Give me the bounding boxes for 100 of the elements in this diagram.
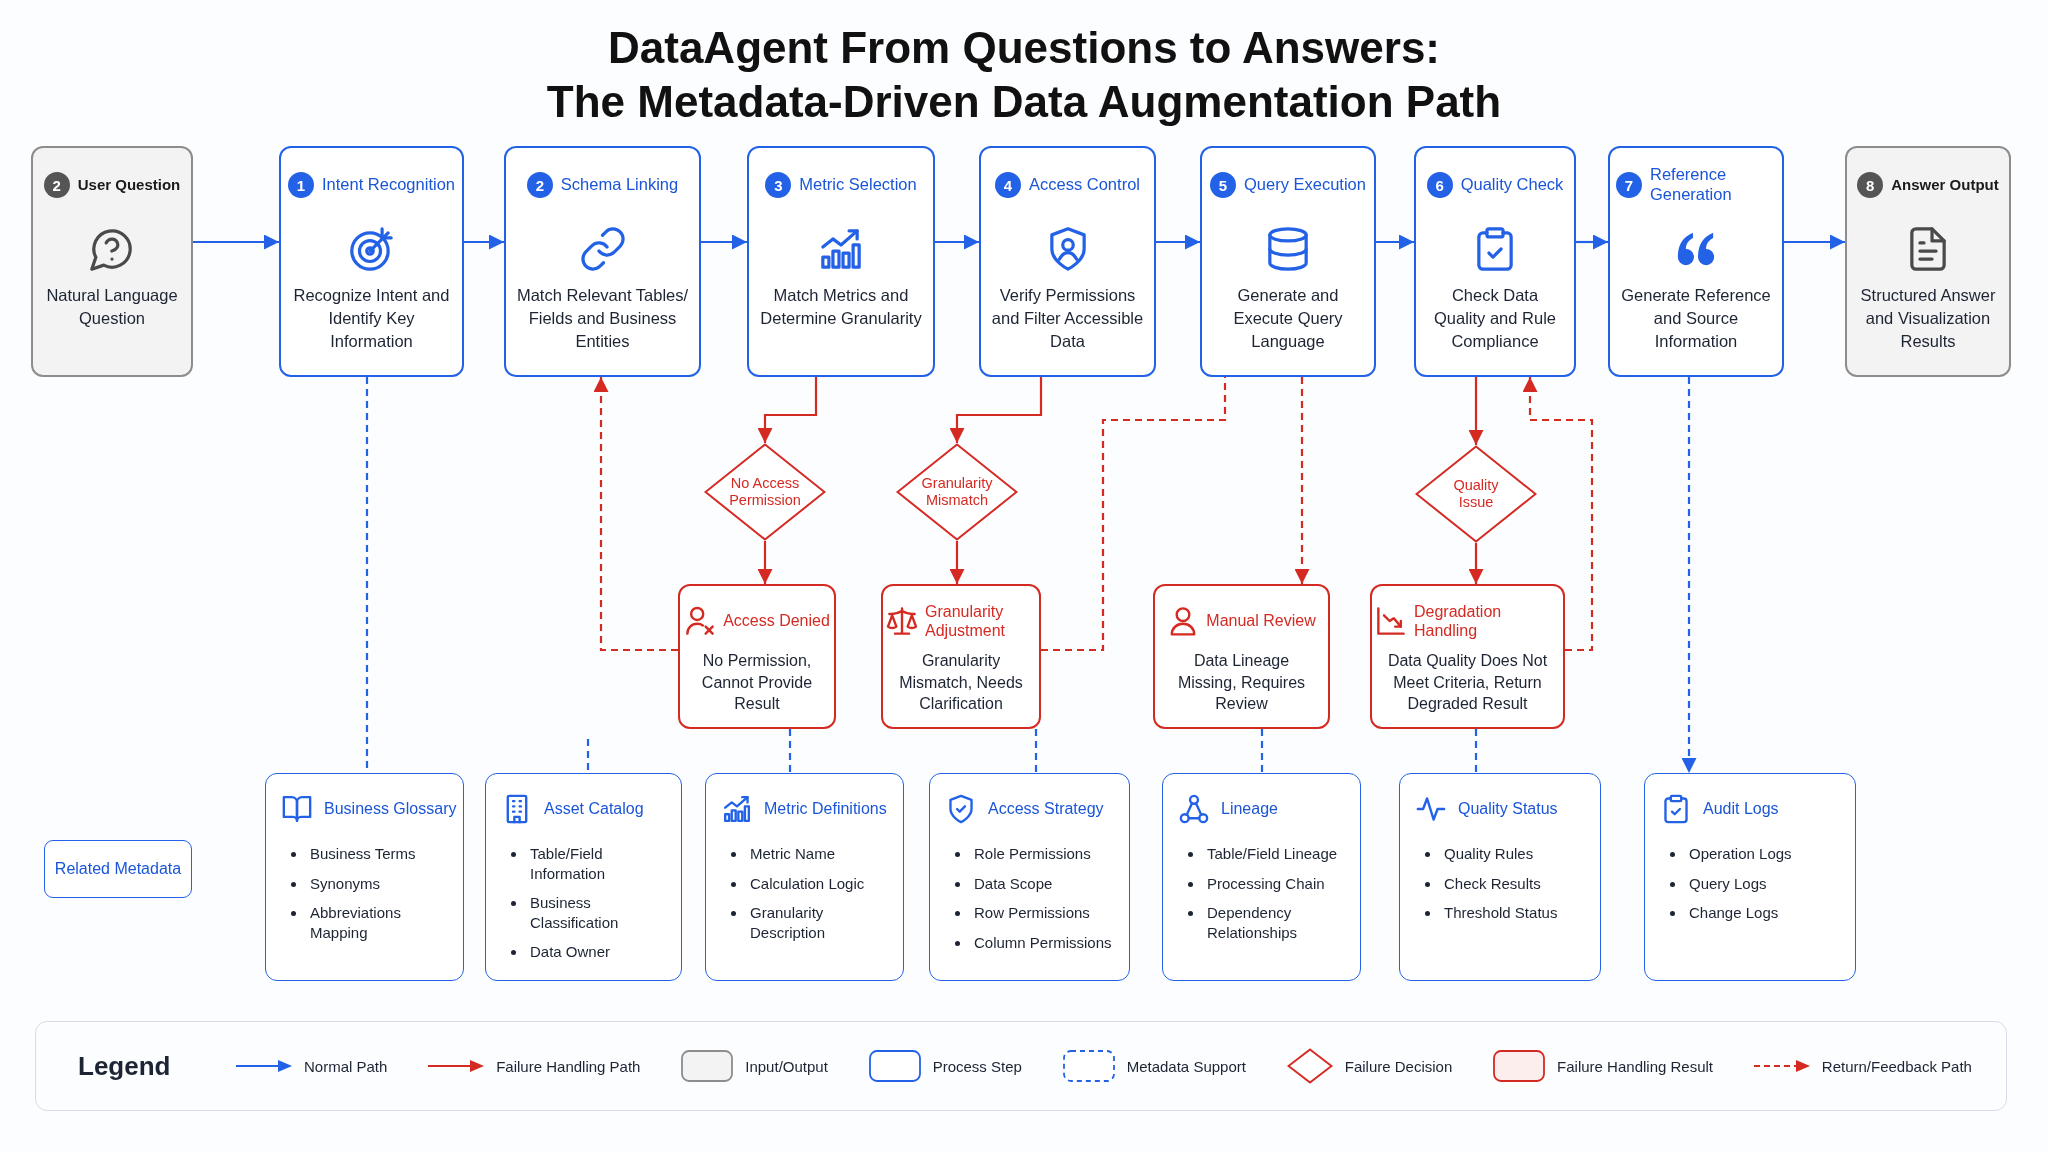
io-box bbox=[31, 146, 193, 377]
arrow bbox=[949, 377, 1043, 443]
step-number: 4 bbox=[995, 172, 1021, 198]
list-item: Metric Name bbox=[728, 844, 835, 864]
step-description: Recognize Intent and Identify Key Information bbox=[292, 285, 451, 352]
legend-label: Failure Handling Result bbox=[1557, 1057, 1713, 1075]
list-item: Threshold Status bbox=[1422, 903, 1558, 923]
legend-label: Metadata Support bbox=[1126, 1057, 1246, 1075]
result-description: No Permission, Cannot Provide Result bbox=[700, 651, 814, 715]
decision-label: Quality Issue bbox=[1452, 476, 1500, 512]
arrow bbox=[949, 541, 965, 584]
step-number: 2 bbox=[526, 172, 553, 198]
card-title: Asset Catalog bbox=[544, 800, 644, 818]
step-title: Access Control bbox=[1029, 175, 1140, 195]
dashed-arrow bbox=[593, 377, 678, 652]
step-description: Natural Language Question bbox=[45, 285, 179, 329]
dashed-connector-line bbox=[586, 739, 590, 773]
list-item: Role Permissions bbox=[952, 844, 1091, 864]
process-box bbox=[1414, 146, 1576, 377]
step-description: Generate and Execute Query Language bbox=[1232, 285, 1344, 352]
step-description: Match Relevant Tables/ Fields and Business Entities bbox=[516, 285, 689, 352]
list-item: Calculation Logic bbox=[728, 873, 865, 893]
step-description: Verify Permissions and Filter Accessible Data bbox=[991, 285, 1144, 352]
io-box bbox=[1845, 146, 2011, 377]
decision-label: No Access Permission bbox=[728, 474, 802, 510]
dashed-connector-line bbox=[1260, 729, 1264, 773]
failure-result-box bbox=[881, 584, 1041, 729]
step-description: Check Data Quality and Rule Compliance bbox=[1433, 285, 1557, 352]
arrow bbox=[1468, 377, 1484, 445]
step-title: Quality Check bbox=[1460, 175, 1564, 195]
list-item: Operation Logs bbox=[1667, 844, 1792, 864]
failure-result-box bbox=[1370, 584, 1565, 729]
list-item: Dependency Relationships bbox=[1185, 903, 1350, 942]
list-item: Abbreviations Mapping bbox=[288, 903, 453, 942]
step-number: 8 bbox=[1857, 172, 1884, 198]
list-item: Table/Field Lineage bbox=[1185, 844, 1338, 864]
legend-label: Return/Feedback Path bbox=[1821, 1057, 1972, 1075]
arrow bbox=[1784, 234, 1845, 250]
dashed-connector-line bbox=[1041, 377, 1227, 652]
list-item: Business Terms bbox=[288, 844, 416, 864]
dashed-arrow bbox=[1294, 377, 1310, 584]
legend-label: Process Step bbox=[932, 1057, 1022, 1075]
failure-result-box bbox=[678, 584, 836, 729]
list-item: Data Scope bbox=[952, 873, 1053, 893]
list-item: Synonyms bbox=[288, 873, 381, 893]
process-box bbox=[1608, 146, 1784, 377]
result-description: Data Lineage Missing, Requires Review bbox=[1176, 651, 1307, 715]
list-item: Business Classification bbox=[508, 893, 671, 932]
step-description: Generate Reference and Source Information bbox=[1620, 285, 1772, 352]
result-description: Data Quality Does Not Meet Criteria, Return Degraded Result bbox=[1386, 651, 1549, 715]
step-number: 5 bbox=[1210, 172, 1236, 198]
decision-label: Granularity Mismatch bbox=[920, 474, 994, 510]
card-title: Lineage bbox=[1221, 800, 1278, 818]
category-label: Related Metadata bbox=[54, 860, 182, 878]
step-description: Match Metrics and Determine Granularity bbox=[759, 285, 923, 329]
card-title: Quality Status bbox=[1458, 800, 1558, 818]
dashed-arrow bbox=[1681, 377, 1697, 773]
dashed-connector-line bbox=[788, 729, 792, 773]
step-title: User Question bbox=[77, 176, 181, 194]
step-number: 6 bbox=[1426, 172, 1453, 198]
arrow bbox=[1376, 234, 1414, 250]
process-box bbox=[979, 146, 1156, 377]
metadata-card bbox=[265, 773, 464, 981]
arrow bbox=[701, 234, 747, 250]
step-number: 1 bbox=[288, 172, 314, 198]
process-box bbox=[504, 146, 701, 377]
arrow bbox=[1156, 234, 1200, 250]
list-item: Check Results bbox=[1422, 873, 1541, 893]
list-item: Processing Chain bbox=[1185, 873, 1325, 893]
arrow bbox=[935, 234, 979, 250]
arrow bbox=[757, 377, 818, 443]
decision-diamond bbox=[704, 443, 826, 541]
result-title: Manual Review bbox=[1206, 611, 1316, 631]
metadata-card bbox=[1162, 773, 1361, 981]
arrow bbox=[1576, 234, 1608, 250]
step-title: Query Execution bbox=[1244, 175, 1366, 195]
dashed-arrow bbox=[1522, 377, 1594, 652]
result-title: Granularity Adjustment bbox=[925, 601, 1007, 641]
list-item: Row Permissions bbox=[952, 903, 1090, 923]
list-item: Query Logs bbox=[1667, 873, 1767, 893]
list-item: Column Permissions bbox=[952, 932, 1112, 952]
arrow bbox=[757, 541, 773, 584]
list-item: Change Logs bbox=[1667, 903, 1779, 923]
step-description: Structured Answer and Visualization Results bbox=[1859, 285, 1997, 352]
list-item: Quality Rules bbox=[1422, 844, 1534, 864]
result-title: Access Denied bbox=[723, 611, 830, 631]
metadata-card bbox=[1644, 773, 1856, 981]
list-item: Granularity Description bbox=[728, 903, 893, 942]
dashed-connector-line bbox=[1034, 729, 1038, 773]
dashed-connector-line bbox=[1474, 729, 1478, 773]
legend-title: Legend bbox=[78, 1050, 171, 1082]
process-box bbox=[279, 146, 464, 377]
metadata-card bbox=[1399, 773, 1601, 981]
decision-diamond bbox=[896, 443, 1018, 541]
process-box bbox=[1200, 146, 1376, 377]
step-number: 7 bbox=[1616, 172, 1642, 198]
legend-label: Failure Handling Path bbox=[496, 1057, 641, 1075]
step-title: Answer Output bbox=[1891, 176, 1999, 194]
step-number: 2 bbox=[43, 172, 70, 198]
arrow bbox=[193, 234, 279, 250]
